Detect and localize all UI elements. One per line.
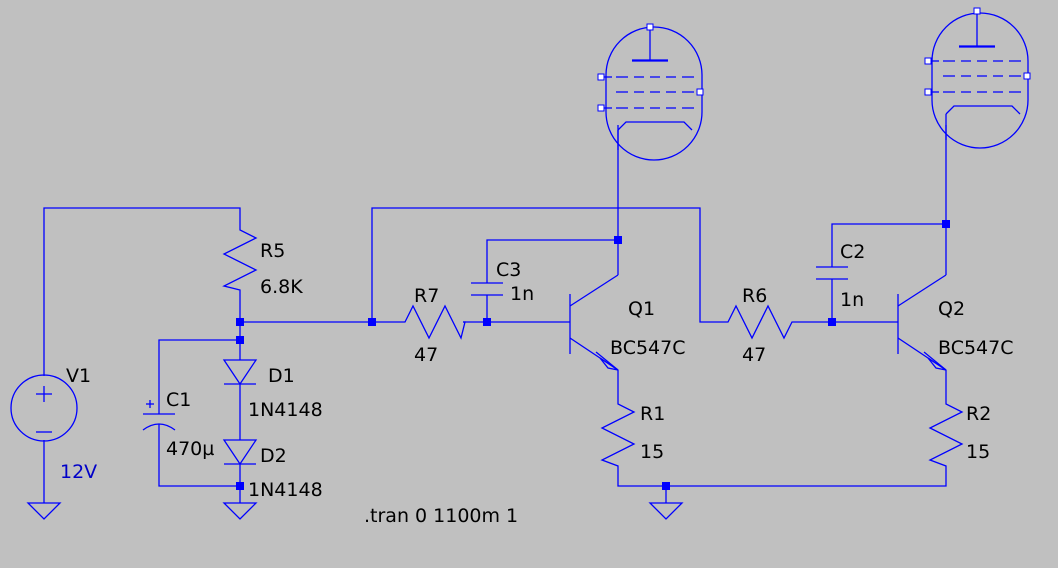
resistor-r7[interactable] (397, 304, 466, 340)
diode-d2[interactable] (222, 439, 258, 466)
ground-symbol-main (648, 502, 684, 520)
ground-symbol-d2 (222, 502, 258, 520)
junction-dot (483, 318, 491, 326)
c2-ref-label: C2 (840, 241, 865, 263)
vacuum-tube-2[interactable] (924, 7, 1031, 149)
wire-c3-top (486, 239, 618, 283)
q1-ref-label: Q1 (628, 298, 655, 320)
r2-value-label: 15 (966, 441, 990, 463)
d2-value-label: 1N4148 (248, 479, 323, 501)
wires (43, 125, 947, 503)
wire-c2-top (831, 223, 946, 267)
resistor-r1[interactable] (600, 396, 636, 470)
resistor-r2[interactable] (928, 396, 964, 470)
c1-ref-label: C1 (166, 389, 191, 411)
q2-ref-label: Q2 (938, 298, 965, 320)
junction-dot (236, 482, 244, 490)
junctions (236, 220, 950, 490)
r5-ref-label: R5 (260, 240, 285, 262)
capacitor-c1[interactable] (142, 400, 176, 431)
c2-value-label: 1n (840, 289, 864, 311)
v1-ref-label: V1 (66, 365, 91, 387)
r6-value-label: 47 (742, 344, 766, 366)
r6-ref-label: R6 (742, 285, 767, 307)
diode-d1[interactable] (222, 359, 258, 386)
c1-value-label: 470µ (166, 438, 214, 460)
vacuum-tube-1[interactable] (597, 23, 704, 161)
d1-value-label: 1N4148 (248, 399, 323, 421)
r5-value-label: 6.8K (260, 276, 303, 298)
source-circle (10, 374, 78, 442)
wire-r1-to-gnd-bus (617, 470, 947, 487)
spice-directive[interactable]: .tran 0 1100m 1 (364, 505, 518, 527)
d2-ref-label: D2 (260, 445, 287, 467)
transistor-q1[interactable] (569, 274, 619, 371)
voltage-source-v1[interactable] (10, 374, 78, 442)
wire-v1-to-r5 (43, 207, 241, 375)
d1-ref-label: D1 (268, 365, 295, 387)
resistor-r5[interactable] (222, 222, 258, 296)
c3-ref-label: C3 (496, 259, 521, 281)
junction-dot (236, 318, 244, 326)
junction-dot (942, 220, 950, 228)
v1-value-label: 12V (60, 461, 97, 483)
wire-c1-bottom (158, 425, 240, 487)
capacitor-c3[interactable] (471, 282, 503, 296)
r7-value-label: 47 (414, 344, 438, 366)
junction-dot (662, 482, 670, 490)
wire-feedback-q2-to-r7 (371, 207, 720, 323)
capacitor-c2[interactable] (816, 266, 848, 280)
q2-value-label: BC547C (938, 337, 1014, 359)
q1-value-label: BC547C (610, 337, 686, 359)
transistor-q2[interactable] (897, 274, 947, 371)
resistor-r6[interactable] (720, 304, 793, 340)
c3-value-label: 1n (510, 283, 534, 305)
r2-ref-label: R2 (966, 403, 991, 425)
r7-ref-label: R7 (414, 285, 439, 307)
junction-dot (368, 318, 376, 326)
r1-ref-label: R1 (640, 403, 665, 425)
ground-symbol-v1 (26, 502, 62, 520)
junction-dot (828, 318, 836, 326)
wire-c1-top (158, 339, 240, 405)
junction-dot (614, 236, 622, 244)
r1-value-label: 15 (640, 441, 664, 463)
ground-symbols (26, 502, 684, 520)
junction-dot (236, 336, 244, 344)
